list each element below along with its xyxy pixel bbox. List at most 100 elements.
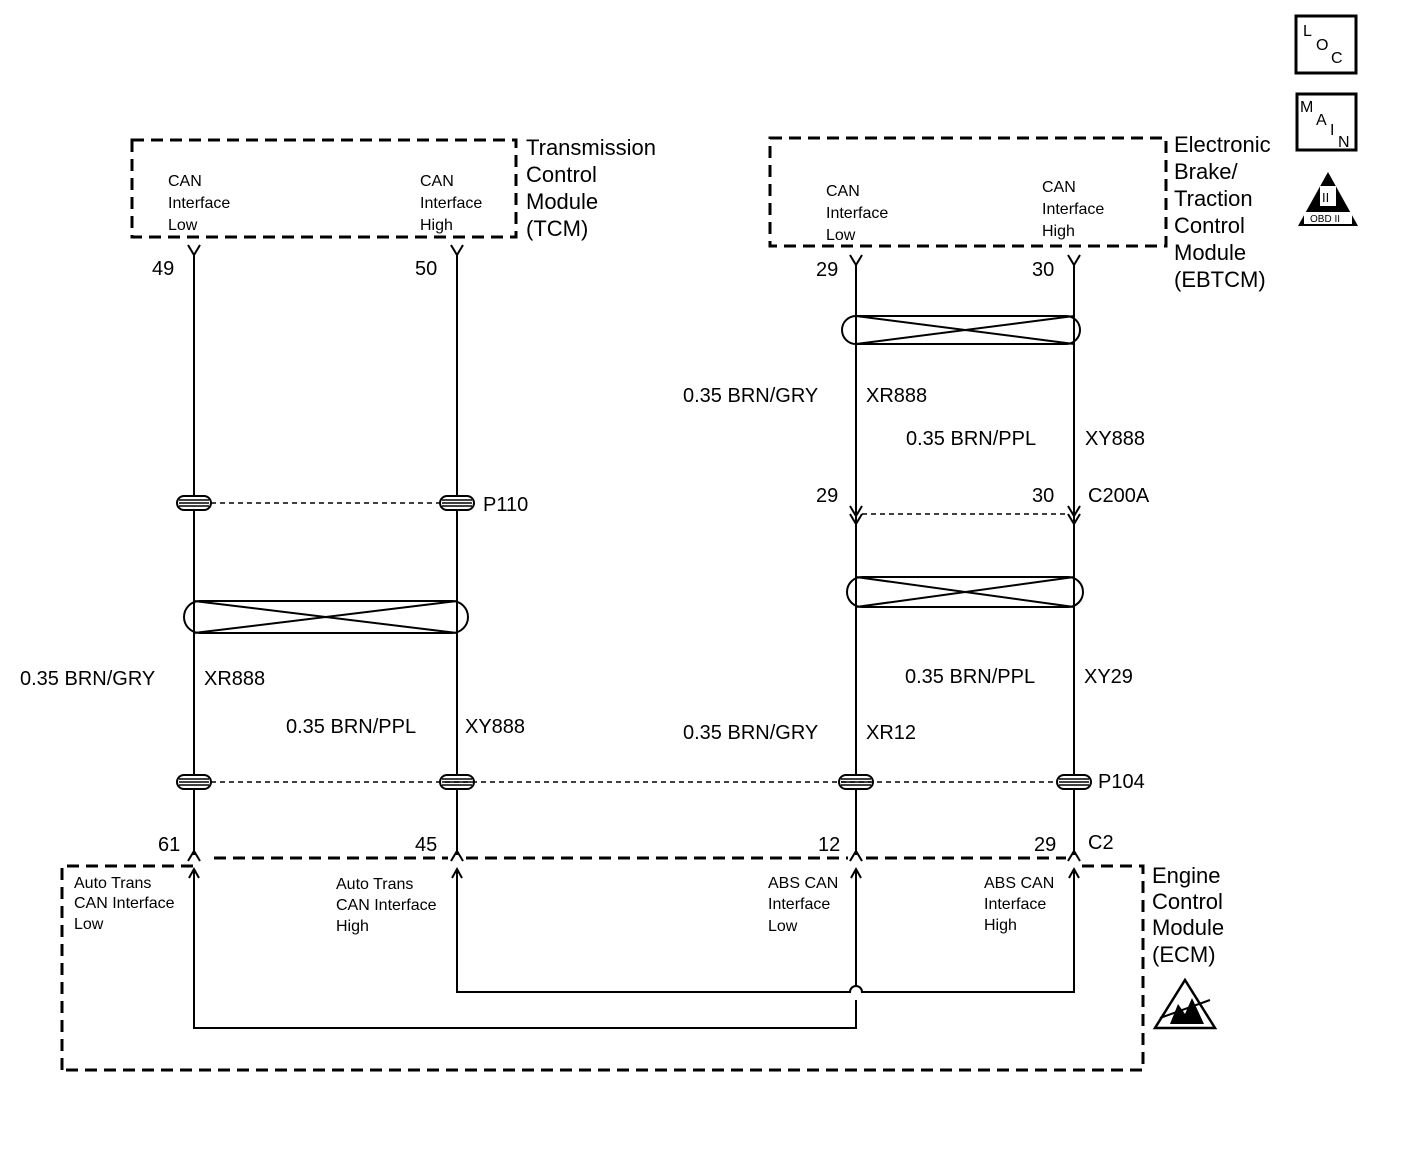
ebtcm-low-pin-label: CAN Interface Low [826,183,888,244]
wire-label-ebtcm-low-upper: 0.35 BRN/GRY XR888 [683,385,927,407]
wire-label-ebtcm-high-upper: 0.35 BRN/PPL XY888 [906,428,1145,450]
ebtcm-high-pin-label: CAN Interface High [1042,179,1104,240]
tcm-low-pin-label: CAN Interface Low [168,173,230,234]
svg-text:XR888: XR888 [866,385,927,407]
ecm-pin-29: 29 [1034,834,1056,856]
svg-text:CAN Interface: CAN Interface [336,897,437,914]
svg-text:CAN: CAN [826,183,860,200]
p104-splice-4-icon [1056,774,1092,790]
svg-text:XR888: XR888 [204,668,265,690]
p110-splice-low-icon [176,495,212,511]
svg-text:Interface: Interface [826,205,888,222]
svg-text:High: High [1042,223,1075,240]
svg-text:Module: Module [526,189,598,214]
svg-text:L: L [1303,23,1312,40]
svg-text:Electronic: Electronic [1174,132,1271,157]
ecm-internal-high-link [456,870,1075,993]
svg-text:C: C [1331,50,1343,67]
svg-text:Interface: Interface [984,896,1046,913]
svg-text:High: High [984,917,1017,934]
svg-text:II: II [1322,190,1329,205]
svg-text:0.35 BRN/GRY: 0.35 BRN/GRY [683,722,818,744]
ecm-pin-45-label: Auto Trans CAN Interface High [336,876,437,935]
ebtcm-pin-29: 29 [816,259,838,281]
svg-text:High: High [336,918,369,935]
svg-text:Engine: Engine [1152,863,1221,888]
svg-text:CAN: CAN [420,173,454,190]
tcm-high-pin-label: CAN Interface High [420,173,482,234]
ecm-pin-29-arrow-icon [1068,866,1080,879]
svg-text:Interface: Interface [1042,201,1104,218]
ecm-pin-29-connector-icon [1067,849,1081,862]
tcm-pin-49-connector-icon [187,244,201,257]
svg-text:Brake/: Brake/ [1174,159,1238,184]
svg-text:O: O [1316,37,1328,54]
p110-splice-high-icon [439,495,475,511]
svg-text:ABS CAN: ABS CAN [768,875,838,892]
svg-text:0.35 BRN/PPL: 0.35 BRN/PPL [906,428,1036,450]
ecm-pin-29-label: ABS CAN Interface High [984,875,1054,934]
tcm-module-box [130,138,518,239]
svg-text:(TCM): (TCM) [526,216,588,241]
twisted-pair-upper-icon [841,315,1081,345]
svg-text:0.35 BRN/GRY: 0.35 BRN/GRY [683,385,818,407]
svg-text:Auto Trans: Auto Trans [74,875,151,892]
c200a-pin-30-connector-icon [1067,505,1081,526]
twisted-pair-lower-right-icon [846,576,1084,608]
ecm-pin-12-label: ABS CAN Interface Low [768,875,838,935]
svg-text:Auto Trans: Auto Trans [336,876,413,893]
svg-text:Low: Low [74,916,104,933]
wire-label-ecm-abs-high: 0.35 BRN/PPL XY29 [905,666,1133,688]
c200a-pin-30: 30 [1032,485,1054,507]
svg-text:XY888: XY888 [1085,428,1145,450]
ecm-connector-c2: C2 [1088,832,1114,854]
svg-text:High: High [420,217,453,234]
svg-text:XR12: XR12 [866,722,916,744]
svg-text:Low: Low [768,918,798,935]
c200a-pin-29: 29 [816,485,838,507]
svg-text:Low: Low [168,217,198,234]
p110-label: P110 [483,494,528,516]
ebtcm-pin-30: 30 [1032,259,1054,281]
svg-text:Module: Module [1152,915,1224,940]
p104-label: P104 [1098,771,1145,793]
tcm-pin-50: 50 [415,258,437,280]
obd-ii-icon: II OBD II [1298,172,1358,226]
svg-text:Transmission: Transmission [526,135,656,160]
svg-text:(EBTCM): (EBTCM) [1174,267,1266,292]
svg-text:(ECM): (ECM) [1152,942,1216,967]
ebtcm-pin-29-connector-icon [849,254,863,267]
tcm-pin-49: 49 [152,258,174,280]
ecm-pin-61-connector-icon [187,849,201,862]
main-icon: M A I N [1295,92,1358,152]
svg-text:Interface: Interface [420,195,482,212]
ecm-pin-12-connector-icon [849,849,863,862]
svg-text:Traction: Traction [1174,186,1253,211]
wire-label-tcm-low: 0.35 BRN/GRY XR888 [20,668,265,690]
ecm-pin-61: 61 [158,834,180,856]
ecm-pin-45-arrow-icon [451,866,463,879]
ecm-pin-61-label: Auto Trans CAN Interface Low [74,875,175,933]
svg-text:CAN Interface: CAN Interface [74,895,175,912]
c200a-pin-29-connector-icon [849,505,863,526]
svg-text:ABS CAN: ABS CAN [984,875,1054,892]
svg-text:M: M [1300,99,1313,116]
svg-text:N: N [1338,134,1350,151]
esd-warning-icon [1152,977,1218,1030]
svg-text:XY29: XY29 [1084,666,1133,688]
svg-text:OBD II: OBD II [1310,214,1340,225]
svg-text:XY888: XY888 [465,716,525,738]
loc-icon: L O C [1294,14,1358,75]
c200a-connector-name: C200A [1088,485,1150,507]
svg-text:CAN: CAN [1042,179,1076,196]
svg-text:Control: Control [1174,213,1245,238]
ecm-pin-12-arrow-icon [850,866,862,879]
ecm-internal-low-link [193,870,857,1029]
ecm-module-name: Engine Control Module (ECM) [1152,863,1224,967]
ecm-pin-45: 45 [415,834,437,856]
svg-text:Interface: Interface [168,195,230,212]
svg-text:Control: Control [1152,889,1223,914]
ecm-pin-45-connector-icon [450,849,464,862]
wire-label-ecm-abs-low: 0.35 BRN/GRY XR12 [683,722,916,744]
